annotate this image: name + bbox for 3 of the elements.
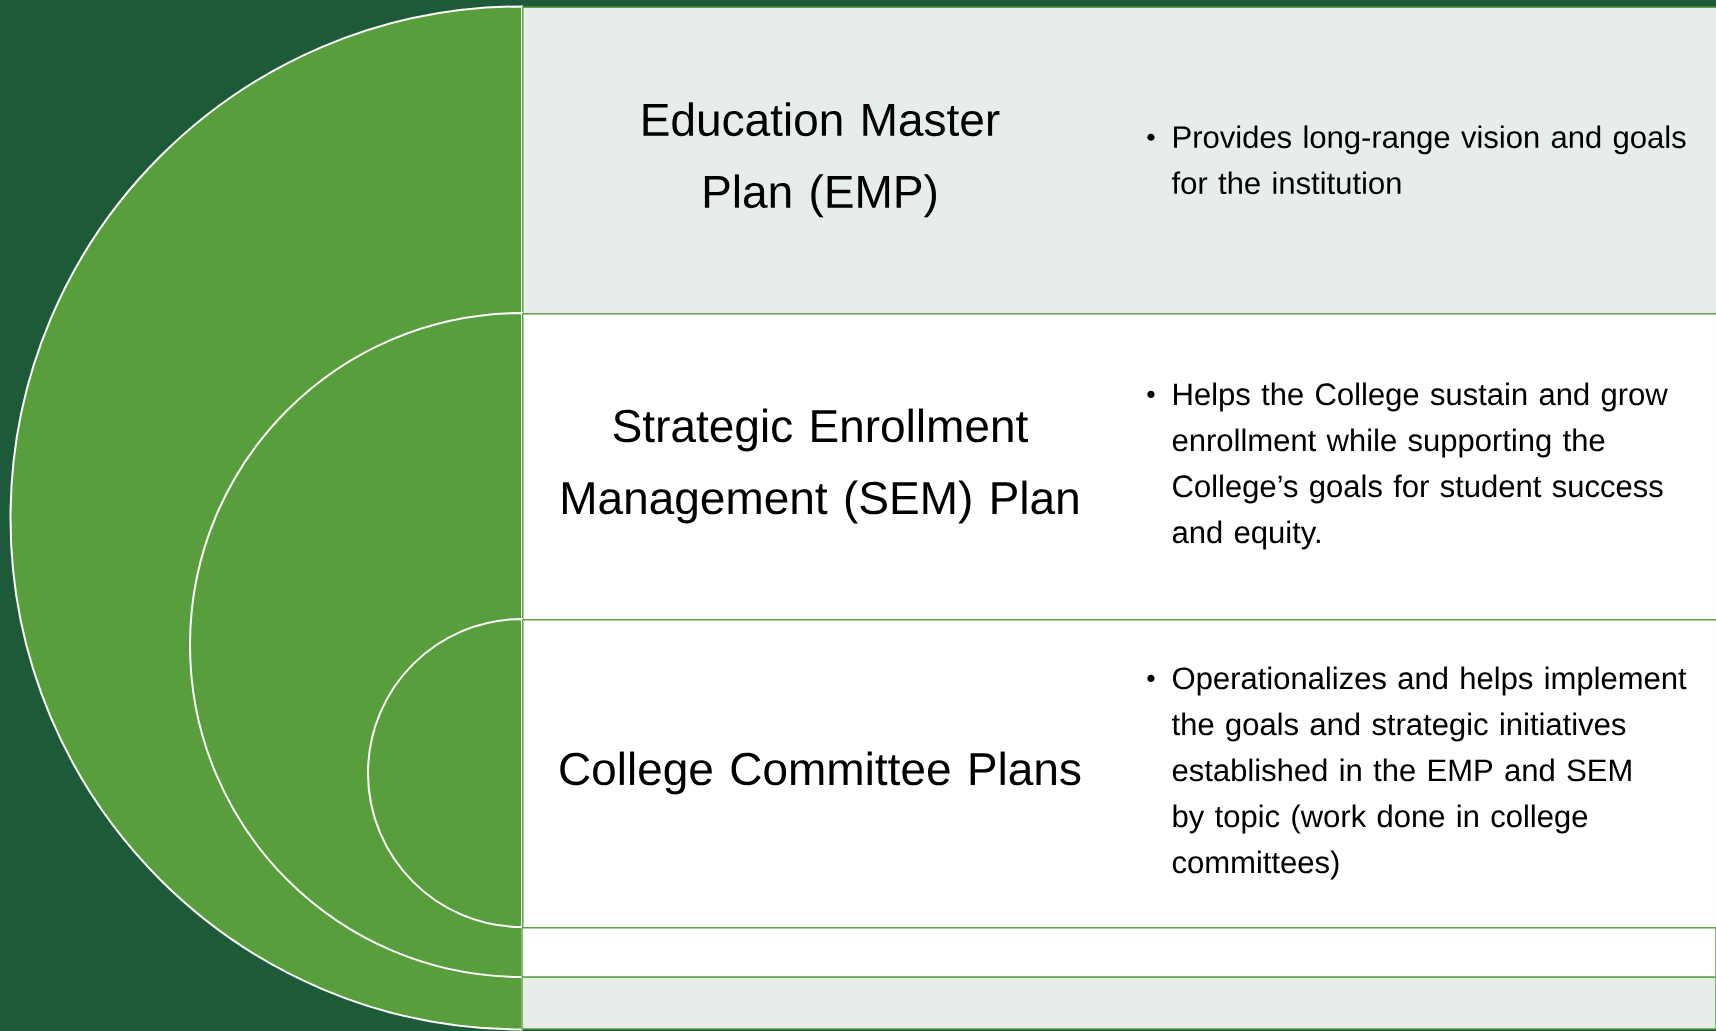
node-label: Provides long-range vision and goals for the institution <box>1171 125 1686 195</box>
plan-band: College Committee Plans Operationalizes and helps implement the goals and strategic initiatives established in the EMP and SEM by topic (work done in college committees) <box>367 618 1716 929</box>
node-label: Education Master Plan (EMP) <box>643 102 1000 218</box>
